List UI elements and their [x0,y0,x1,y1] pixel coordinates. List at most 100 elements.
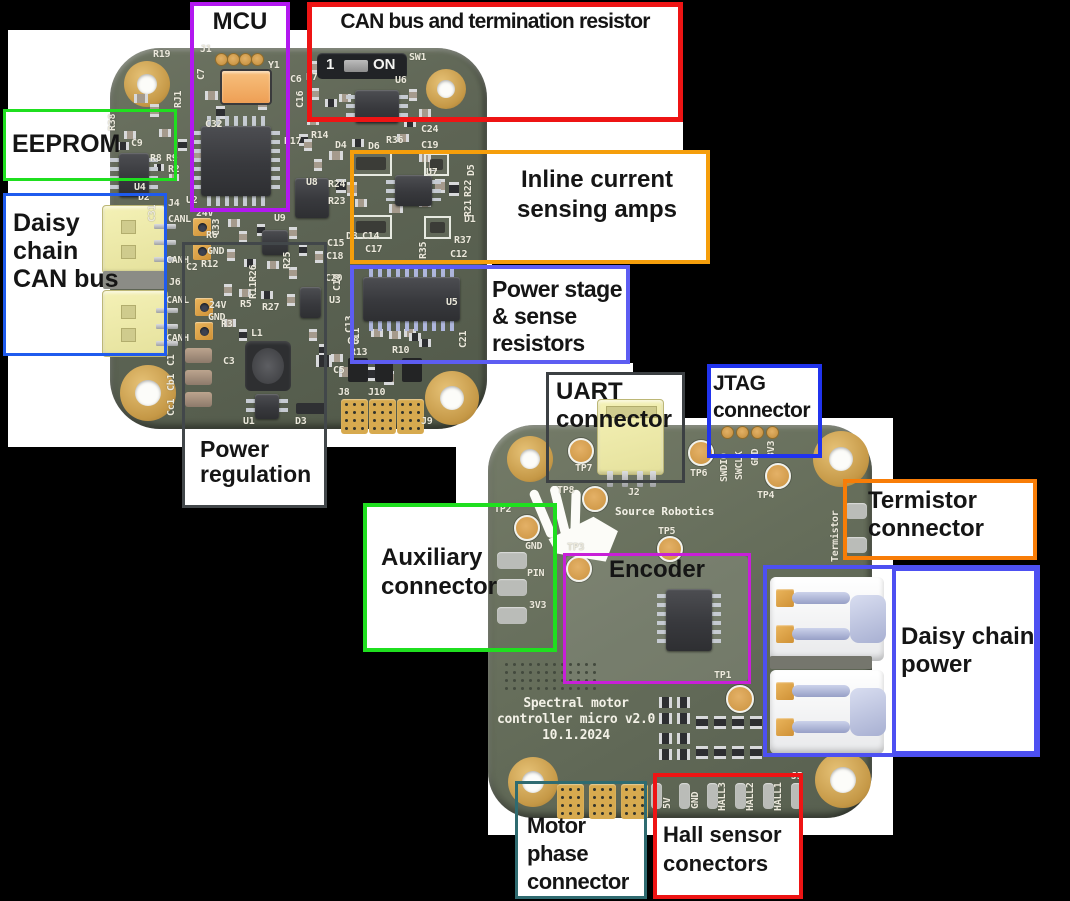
passive-end-cap [750,716,762,719]
pad-hole [625,796,629,800]
passive-component [185,392,212,407]
can-connector [102,290,168,357]
connector-pad [776,625,794,643]
silkscreen-label: C17 [365,244,383,255]
power-terminal-pad [193,242,211,260]
smd-pad [497,607,527,624]
passive-end-cap [336,179,346,182]
passive-end-cap [389,331,392,339]
board-title-line: 10.1.2024 [542,728,610,743]
silkscreen-label: U5 [446,297,458,308]
pad-hole [361,411,365,415]
annotation-box-daisy-chain-power [763,565,1040,757]
pad-hole [609,796,613,800]
pad-hole [561,788,565,792]
silkscreen-label: TP3 [567,542,585,553]
via-dot [513,679,516,682]
silkscreen-label: CANH [166,255,189,266]
passive-component [287,294,295,306]
header-pad [751,426,764,439]
annotation-label-line: Power [200,436,270,462]
smd-pad [791,783,802,809]
pad-hole [625,812,629,816]
passive-end-cap [134,94,137,103]
passive-end-cap [687,697,690,708]
passive-component [257,224,265,236]
passive-end-cap [687,749,690,760]
smd-pad [763,783,774,809]
via-dot [505,671,508,674]
passive-end-cap [419,154,422,162]
annotation-box-power-stage [350,265,630,364]
pad-hole [593,812,597,816]
silkscreen-label: J9 [421,416,433,427]
silkscreen-label: C14 [362,231,380,242]
passive-end-cap [677,713,680,724]
chip-pins [271,131,280,191]
pad-hole [577,812,581,816]
passive-end-cap [314,168,322,171]
test-point [657,536,683,562]
passive-end-cap [659,733,662,744]
via-dot [593,671,596,674]
via-dot [537,663,540,666]
passive-component [309,329,317,341]
passive-end-cap [168,129,171,137]
pad-hole [641,812,645,816]
passive-end-cap [267,261,270,269]
photo-background [487,121,683,151]
passive-component [659,713,672,724]
board-part [296,403,326,414]
ic-chip [363,277,460,321]
power-terminal-pad [193,218,211,236]
silkscreen-label: D3 [295,416,307,427]
connector-pin [607,471,613,487]
silkscreen-label: R3 [221,319,233,330]
chip-pins [192,131,201,191]
annotation-label-line: JTAG [713,372,766,395]
header-pad [251,53,264,66]
passive-end-cap [677,749,680,760]
silkscreen-label: TP4 [757,490,775,501]
power-inductor [245,341,291,391]
via-dot [537,671,540,674]
passive-component [732,746,744,759]
test-point [765,463,791,489]
silkscreen-label: U4 [134,182,146,193]
passive-component [239,231,247,243]
silkscreen-label: D6 [368,141,380,152]
pad-hole [641,796,645,800]
passive-end-cap [696,746,708,749]
connector-pad [776,682,794,700]
silkscreen-label: CANL [168,214,191,225]
pad-hole [569,788,573,792]
pad-hole [361,419,365,423]
connector-pin [792,628,850,640]
passive-end-cap [224,319,227,327]
passive-end-cap [315,251,323,254]
passive-component [404,119,416,127]
passive-end-cap [299,253,307,256]
passive-end-cap [314,159,322,162]
pad-hole [609,804,613,808]
passive-component [228,219,240,227]
passive-end-cap [714,726,726,729]
passive-end-cap [669,749,672,760]
chip-pins [432,180,441,201]
passive-component [367,367,377,381]
source-robotics-hand-logo [529,486,618,562]
pad-hole [569,796,573,800]
pad-hole [577,796,581,800]
via [197,246,207,256]
chip-pins [207,116,265,126]
passive-end-cap [244,259,247,267]
passive-end-cap [732,716,744,719]
pad-hole [593,796,597,800]
passive-component [371,329,383,337]
passive-component [117,142,129,150]
silkscreen-label: J2 [628,487,640,498]
passive-end-cap [419,339,422,347]
